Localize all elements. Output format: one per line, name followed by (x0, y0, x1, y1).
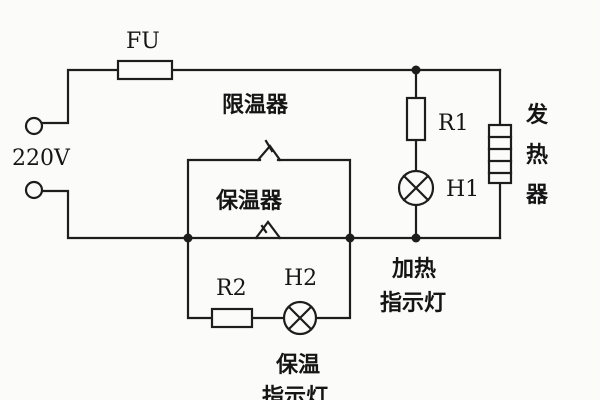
keep-warm-thermostat-symbol (254, 220, 282, 240)
fuse-label: FU (126, 29, 160, 54)
warm-indicator-label-line1: 保温 (275, 353, 320, 378)
supply-terminal-bottom (24, 180, 44, 200)
lamp-h2-label: H2 (284, 266, 317, 291)
supply-voltage-label: 220V (12, 146, 71, 171)
keep-warm-thermostat-label: 保温器 (215, 189, 283, 214)
junction-dot (411, 65, 421, 75)
limit-thermostat-loop-wire (186, 158, 352, 240)
resistor-r2-label: R2 (216, 276, 247, 301)
bottom-rail-wire (38, 189, 502, 240)
heat-indicator-label-line1: 加热 (391, 256, 436, 282)
heat-indicator-label-line2: 指示灯 (380, 291, 446, 316)
lamp-h2-symbol (282, 300, 318, 336)
limit-thermostat-label: 限温器 (222, 93, 289, 118)
resistor-r1-label: R1 (438, 111, 469, 136)
resistor-r1-symbol (405, 96, 427, 142)
heater-label-char-2: 热 (526, 142, 548, 168)
resistor-r2-symbol (210, 307, 254, 329)
wires (38, 68, 502, 320)
heater-label-char-1: 发 (525, 102, 549, 128)
fuse-symbol (116, 59, 174, 81)
heater-element-symbol (487, 123, 513, 185)
junction-dot (345, 233, 355, 243)
limit-thermostat-symbol (256, 139, 282, 162)
junction-dot (183, 233, 193, 243)
warm-indicator-label-line2: 指示灯 (262, 385, 328, 400)
lamp-h1-symbol (397, 169, 435, 207)
heater-label-char-3: 器 (525, 183, 549, 208)
junction-dot (411, 233, 421, 243)
warm-indicator-loop-wire (186, 236, 352, 320)
junctions (183, 65, 421, 243)
supply-terminal-top (24, 116, 44, 136)
top-rail-wire (38, 68, 502, 125)
lamp-h1-label: H1 (446, 177, 479, 202)
